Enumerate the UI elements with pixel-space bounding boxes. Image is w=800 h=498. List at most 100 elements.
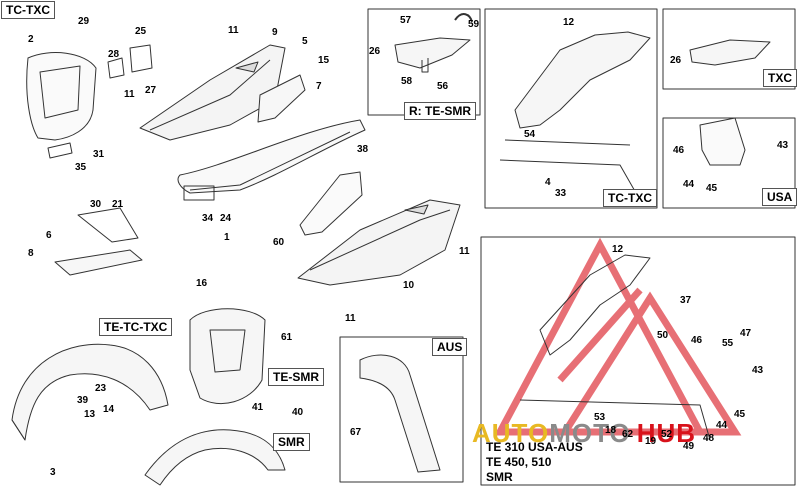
callout-5: 5 <box>302 36 308 47</box>
label-txc: TXC <box>763 69 797 87</box>
callout-49: 49 <box>683 441 695 452</box>
callout-53: 53 <box>594 412 606 423</box>
rear-fender-aus <box>359 354 441 473</box>
rear-fender-12b <box>539 254 651 356</box>
callout-44b: 44 <box>716 420 728 431</box>
callout-31: 31 <box>93 149 105 160</box>
callout-33: 33 <box>555 188 567 199</box>
label-smr: SMR <box>273 433 310 451</box>
watermark-logo <box>494 237 742 436</box>
label-tc-txc-mid: TC-TXC <box>603 189 657 207</box>
callout-15: 15 <box>318 55 330 66</box>
callout-57: 57 <box>400 15 412 26</box>
watermark-auto: AUTO <box>472 418 550 448</box>
callout-11b: 11 <box>228 25 239 36</box>
callout-43a: 43 <box>777 140 789 151</box>
front-fender-upper <box>11 343 169 441</box>
callout-8: 8 <box>28 248 34 259</box>
rear-cover-txc <box>689 39 771 66</box>
callout-23: 23 <box>95 383 107 394</box>
callout-46b: 46 <box>691 335 703 346</box>
label-tc-txc-top: TC-TXC <box>1 1 55 19</box>
model-note-line1: TE 310 USA-AUS <box>486 440 583 454</box>
callout-34: 34 <box>202 213 214 224</box>
callout-47: 47 <box>740 328 752 339</box>
callout-14: 14 <box>103 404 115 415</box>
rear-cover-26 <box>394 37 471 69</box>
callout-43b: 43 <box>752 365 764 376</box>
bracket-25 <box>129 44 153 73</box>
watermark-moto: MOTO <box>549 418 631 448</box>
callout-19: 19 <box>645 436 657 447</box>
callout-26b: 26 <box>670 55 682 66</box>
callout-29: 29 <box>78 16 90 27</box>
label-te-smr: TE-SMR <box>268 368 324 386</box>
callout-35: 35 <box>75 162 87 173</box>
callout-16: 16 <box>196 278 208 289</box>
callout-54: 54 <box>524 129 536 140</box>
front-number-plate <box>26 52 97 141</box>
model-note-line3: SMR <box>486 470 513 484</box>
callout-45b: 45 <box>734 409 746 420</box>
callout-62: 62 <box>622 429 634 440</box>
callout-11a: 11 <box>124 89 135 100</box>
callout-30: 30 <box>90 199 102 210</box>
callout-46a: 46 <box>673 145 685 156</box>
callout-24: 24 <box>220 213 232 224</box>
panel-5 <box>257 74 306 123</box>
label-aus: AUS <box>432 338 468 356</box>
callout-67: 67 <box>350 427 362 438</box>
callout-11c: 11 <box>459 246 470 257</box>
headlight-mask-16 <box>189 308 266 405</box>
callout-55: 55 <box>722 338 734 349</box>
side-panel-9 <box>139 44 286 141</box>
callout-61: 61 <box>281 332 293 343</box>
callout-28: 28 <box>108 49 120 60</box>
callout-56: 56 <box>437 81 449 92</box>
callout-1: 1 <box>224 232 230 243</box>
callout-38: 38 <box>357 144 369 155</box>
callout-40: 40 <box>292 407 304 418</box>
callout-10: 10 <box>403 280 415 291</box>
callout-25: 25 <box>135 26 147 37</box>
watermark-hub: HUB <box>636 418 697 448</box>
label-te-tc-txc: TE-TC-TXC <box>99 318 173 336</box>
callout-6: 6 <box>46 230 52 241</box>
callout-9: 9 <box>272 27 278 38</box>
model-note-line2: TE 450, 510 <box>486 455 552 469</box>
callout-2: 2 <box>28 34 34 45</box>
callout-58: 58 <box>401 76 413 87</box>
callout-60: 60 <box>273 237 285 248</box>
label-r-te-smr: R: TE-SMR <box>404 102 476 120</box>
callout-3: 3 <box>50 467 56 478</box>
callout-37: 37 <box>680 295 692 306</box>
callout-7: 7 <box>316 81 322 92</box>
callout-59: 59 <box>468 19 480 30</box>
callout-11d: 11 <box>345 313 356 324</box>
callout-12a: 12 <box>563 17 575 28</box>
bracket-31 <box>47 142 73 159</box>
callout-50: 50 <box>657 330 669 341</box>
callout-48: 48 <box>703 433 715 444</box>
label-usa: USA <box>762 188 798 206</box>
callout-44a: 44 <box>683 179 695 190</box>
callout-41: 41 <box>252 402 264 413</box>
callout-13: 13 <box>84 409 96 420</box>
callout-18: 18 <box>605 425 617 436</box>
clip-28 <box>107 57 125 79</box>
side-panel-10 <box>297 199 461 286</box>
rear-fender-12 <box>514 31 651 129</box>
callout-39: 39 <box>77 395 89 406</box>
callout-45a: 45 <box>706 183 718 194</box>
callout-52: 52 <box>661 429 673 440</box>
callout-26a: 26 <box>369 46 381 57</box>
callout-21: 21 <box>112 199 124 210</box>
callout-4: 4 <box>545 177 551 188</box>
callout-12b: 12 <box>612 244 624 255</box>
bracket-30 <box>77 207 139 243</box>
bracket-6 <box>54 249 143 276</box>
front-fender-lower <box>144 429 286 486</box>
callout-27: 27 <box>145 85 157 96</box>
